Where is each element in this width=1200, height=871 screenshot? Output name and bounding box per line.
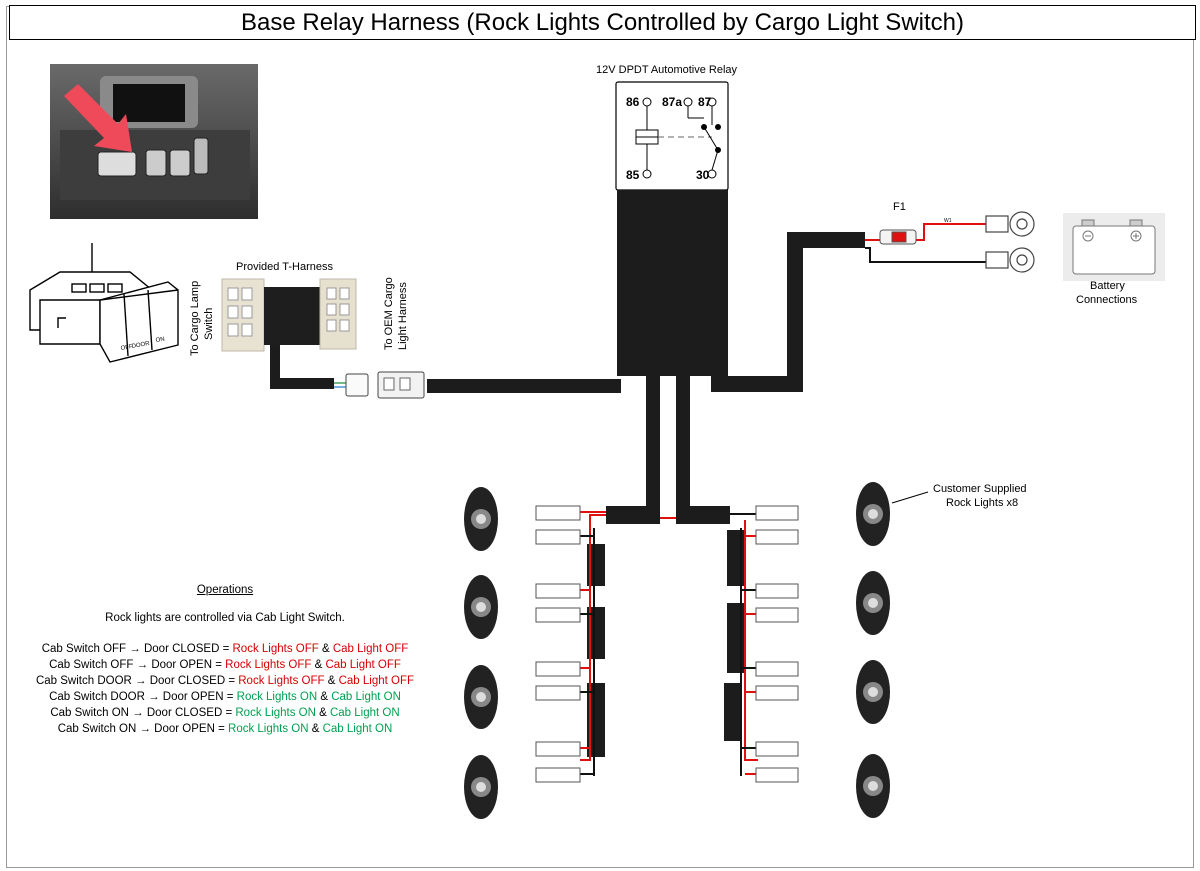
cab-light-status: Cab Light OFF xyxy=(338,675,415,687)
battery-icon xyxy=(1063,213,1165,281)
rock-light-status: Rock Lights OFF xyxy=(238,675,325,687)
t-harness-label: Provided T-Harness xyxy=(236,261,334,273)
rock-light-status: Rock Lights ON xyxy=(235,707,316,719)
relay-pin-87: 87 xyxy=(698,95,712,109)
cab-light-status: Cab Light ON xyxy=(322,723,393,735)
operation-state: Cab Switch ON → Door OPEN = xyxy=(57,723,229,735)
operation-separator: & xyxy=(315,707,330,719)
relay xyxy=(615,81,729,376)
dashboard-photo xyxy=(50,64,258,219)
ring-terminal-positive xyxy=(985,211,1035,237)
operation-separator: & xyxy=(318,643,333,655)
rock-light-right-4 xyxy=(856,754,890,818)
switch-on-text: ON xyxy=(155,336,165,343)
t-harness-body xyxy=(264,287,322,345)
rock-light-left-2 xyxy=(464,575,498,639)
fuse-label: F1 xyxy=(893,201,906,213)
operation-state: Cab Switch OFF → Door OPEN = xyxy=(49,659,226,671)
rock-light-right-3 xyxy=(856,660,890,724)
rock-light-callout xyxy=(891,491,929,504)
operation-state: Cab Switch OFF → Door CLOSED = xyxy=(41,643,233,655)
cab-light-status: Cab Light ON xyxy=(331,691,401,703)
relay-pin-85: 85 xyxy=(626,168,640,182)
operation-row: Cab Switch ON → Door OPEN = Rock Lights … xyxy=(20,721,430,737)
rock-light-status: Rock Lights OFF xyxy=(232,643,319,655)
cab-light-status: Cab Light OFF xyxy=(332,643,409,655)
rock-light-right-2 xyxy=(856,571,890,635)
relay-input-loom xyxy=(427,379,621,393)
rock-light-left-4 xyxy=(464,755,498,819)
operations-panel: Operations Rock lights are controlled vi… xyxy=(20,582,430,737)
to-cargo-lamp-label-2: Switch xyxy=(203,308,215,340)
relay-pin-30: 30 xyxy=(696,168,710,182)
relay-label: 12V DPDT Automotive Relay xyxy=(596,64,738,76)
operation-separator: & xyxy=(308,723,323,735)
operation-state: Cab Switch DOOR → Door CLOSED = xyxy=(35,675,239,687)
t-harness-left-connector xyxy=(221,278,265,352)
operation-state: Cab Switch ON → Door CLOSED = xyxy=(50,707,236,719)
cab-light-status: Cab Light OFF xyxy=(325,659,401,671)
inline-connector xyxy=(345,371,425,399)
operation-row: Cab Switch DOOR → Door CLOSED = Rock Lig… xyxy=(20,673,430,689)
operation-separator: & xyxy=(311,659,326,671)
output-looms xyxy=(587,374,745,757)
relay-pin-87a: 87a xyxy=(662,95,682,109)
rock-light-right-1 xyxy=(856,482,890,546)
rock-light-left-1 xyxy=(464,487,498,551)
to-oem-label-1: To OEM Cargo xyxy=(383,277,395,350)
rock-light-status: Rock Lights ON xyxy=(236,691,318,703)
rock-light-left-3 xyxy=(464,665,498,729)
switch-off-text: OFF xyxy=(120,344,133,352)
to-oem-label-2: Light Harness xyxy=(397,282,409,350)
fuse-holder xyxy=(865,223,986,263)
to-cargo-lamp-label-1: To Cargo Lamp xyxy=(189,281,201,356)
battery-label-2: Connections xyxy=(1076,294,1138,306)
spade-terminals xyxy=(535,505,799,783)
rock-lights-label-1: Customer Supplied xyxy=(933,483,1027,495)
operation-separator: & xyxy=(324,675,339,687)
relay-pin-86: 86 xyxy=(626,95,640,109)
ring-terminal-negative xyxy=(985,247,1035,273)
cab-light-status: Cab Light ON xyxy=(329,707,400,719)
switch-drawing xyxy=(29,243,179,363)
operation-row: Cab Switch OFF → Door OPEN = Rock Lights… xyxy=(20,657,430,673)
fuse-wire-mark: W1 xyxy=(944,218,952,224)
diagram-title: Base Relay Harness (Rock Lights Controll… xyxy=(9,5,1196,40)
operations-title: Operations xyxy=(196,584,254,596)
operation-row: Cab Switch ON → Door CLOSED = Rock Light… xyxy=(20,705,430,721)
operation-row: Cab Switch OFF → Door CLOSED = Rock Ligh… xyxy=(20,641,430,657)
operation-separator: & xyxy=(317,691,332,703)
operation-row: Cab Switch DOOR → Door OPEN = Rock Light… xyxy=(20,689,430,705)
battery-label-1: Battery xyxy=(1090,280,1125,292)
operation-state: Cab Switch DOOR → Door OPEN = xyxy=(49,691,237,703)
red-arrow-icon xyxy=(64,84,132,152)
battery-loom xyxy=(711,232,865,392)
rock-light-status: Rock Lights ON xyxy=(228,723,309,735)
t-harness-right-connector xyxy=(319,278,357,350)
operations-rows: Cab Switch OFF → Door CLOSED = Rock Ligh… xyxy=(20,641,430,737)
switch-door-text: DOOR xyxy=(131,341,150,350)
t-harness-tail-loom xyxy=(270,345,348,389)
rock-light-status: Rock Lights OFF xyxy=(225,659,312,671)
rock-lights-label-2: Rock Lights x8 xyxy=(946,497,1018,509)
operations-intro: Rock lights are controlled via Cab Light… xyxy=(105,612,345,624)
